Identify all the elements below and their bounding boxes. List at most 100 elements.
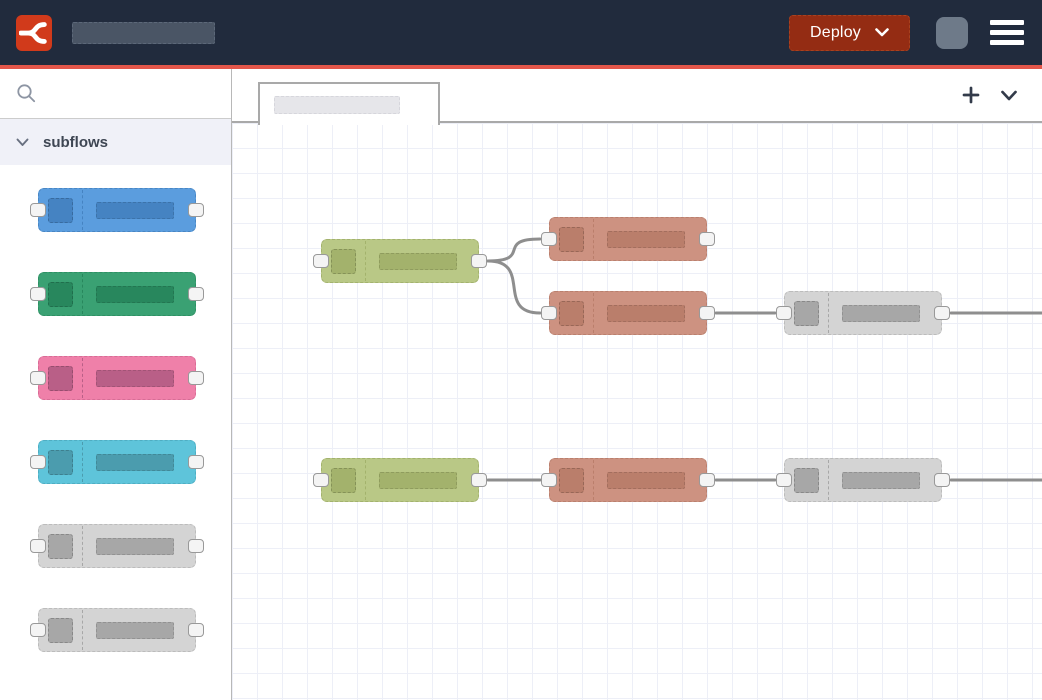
tab-actions (960, 69, 1020, 121)
node-separator (365, 460, 366, 500)
plus-icon (962, 86, 980, 104)
flow-node-gray[interactable] (776, 458, 950, 502)
workspace-title-placeholder (72, 21, 215, 44)
node-separator (365, 241, 366, 281)
node-icon-placeholder (794, 301, 819, 326)
node-output-port[interactable] (188, 287, 204, 301)
node-icon-placeholder (48, 198, 73, 223)
node-separator (82, 442, 83, 482)
palette-node-blue[interactable] (30, 188, 204, 232)
node-icon-placeholder (48, 534, 73, 559)
node-separator (828, 460, 829, 500)
node-red-logo-icon[interactable] (16, 14, 52, 51)
palette-sidebar: subflows (0, 69, 232, 700)
flow-node-gray[interactable] (776, 291, 950, 335)
wire[interactable] (486, 237, 542, 263)
node-label-placeholder (96, 538, 174, 555)
node-output-port[interactable] (188, 371, 204, 385)
node-input-port[interactable] (776, 306, 792, 320)
palette-node-pink[interactable] (30, 356, 204, 400)
user-avatar[interactable] (936, 16, 968, 49)
node-label-placeholder (96, 370, 174, 387)
node-icon-placeholder (559, 227, 584, 252)
flow-node-salmon[interactable] (541, 458, 715, 502)
node-input-port[interactable] (541, 232, 557, 246)
flow-tabbar (232, 69, 1042, 125)
node-input-port[interactable] (30, 455, 46, 469)
workspace (232, 69, 1042, 700)
node-input-port[interactable] (541, 473, 557, 487)
deploy-chevron-icon (875, 28, 889, 37)
palette-search-input[interactable] (0, 69, 231, 119)
flow-canvas[interactable] (232, 123, 1042, 700)
node-output-port[interactable] (934, 473, 950, 487)
node-label-placeholder (607, 472, 685, 489)
node-icon-placeholder (559, 468, 584, 493)
node-icon-placeholder (48, 366, 73, 391)
deploy-button[interactable]: Deploy (788, 14, 910, 51)
node-output-port[interactable] (471, 254, 487, 268)
node-separator (82, 274, 83, 314)
node-separator (593, 293, 594, 333)
node-input-port[interactable] (30, 539, 46, 553)
node-separator (82, 526, 83, 566)
palette-list (0, 165, 231, 700)
node-icon-placeholder (48, 618, 73, 643)
node-separator (593, 460, 594, 500)
node-output-port[interactable] (471, 473, 487, 487)
node-label-placeholder (842, 305, 920, 322)
deploy-button-label: Deploy (809, 23, 861, 41)
header: Deploy (0, 0, 1042, 65)
node-output-port[interactable] (934, 306, 950, 320)
node-output-port[interactable] (699, 232, 715, 246)
node-input-port[interactable] (313, 473, 329, 487)
node-label-placeholder (96, 454, 174, 471)
flow-node-salmon[interactable] (541, 217, 715, 261)
node-label-placeholder (607, 305, 685, 322)
flow-tab[interactable] (258, 82, 440, 125)
node-input-port[interactable] (30, 287, 46, 301)
wire[interactable] (486, 259, 542, 315)
node-separator (593, 219, 594, 259)
node-label-placeholder (607, 231, 685, 248)
main: subflows (0, 69, 1042, 700)
palette-node-gray[interactable] (30, 608, 204, 652)
flow-list-button[interactable] (998, 87, 1020, 104)
palette-node-gray[interactable] (30, 524, 204, 568)
node-label-placeholder (379, 472, 457, 489)
node-separator (828, 293, 829, 333)
palette-section-label: subflows (43, 133, 109, 151)
node-output-port[interactable] (188, 623, 204, 637)
node-icon-placeholder (48, 282, 73, 307)
flow-node-olive[interactable] (313, 458, 487, 502)
node-label-placeholder (842, 472, 920, 489)
node-output-port[interactable] (188, 539, 204, 553)
node-separator (82, 358, 83, 398)
node-input-port[interactable] (30, 623, 46, 637)
node-label-placeholder (96, 286, 174, 303)
node-label-placeholder (96, 622, 174, 639)
flow-node-olive[interactable] (313, 239, 487, 283)
add-flow-button[interactable] (960, 84, 982, 106)
palette-node-cyan[interactable] (30, 440, 204, 484)
node-output-port[interactable] (188, 455, 204, 469)
node-input-port[interactable] (776, 473, 792, 487)
flow-node-salmon[interactable] (541, 291, 715, 335)
header-accent-line (0, 65, 1042, 69)
node-label-placeholder (379, 253, 457, 270)
node-output-port[interactable] (699, 473, 715, 487)
node-output-port[interactable] (699, 306, 715, 320)
palette-node-green[interactable] (30, 272, 204, 316)
node-output-port[interactable] (188, 203, 204, 217)
node-input-port[interactable] (30, 203, 46, 217)
node-input-port[interactable] (30, 371, 46, 385)
node-icon-placeholder (48, 450, 73, 475)
menu-icon[interactable] (990, 20, 1024, 45)
logo-branch-glyph (19, 21, 47, 44)
chevron-down-icon (1001, 90, 1017, 100)
wires-layer (486, 237, 1042, 482)
node-input-port[interactable] (541, 306, 557, 320)
palette-section-subflows[interactable]: subflows (0, 119, 231, 165)
node-input-port[interactable] (313, 254, 329, 268)
